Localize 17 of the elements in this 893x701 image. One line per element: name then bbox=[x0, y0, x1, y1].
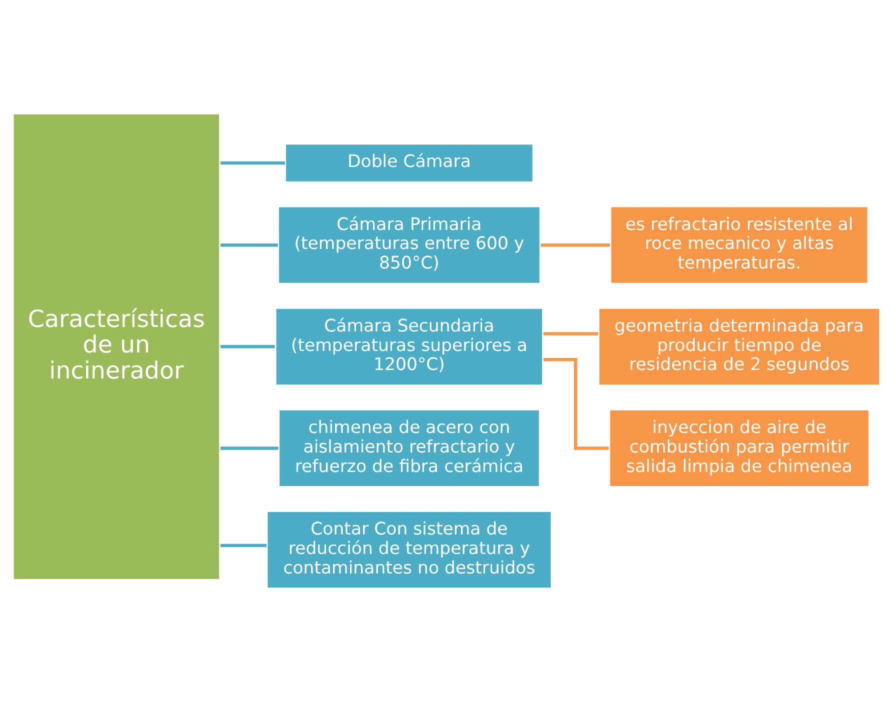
node-box: Doble Cámara bbox=[284, 142, 535, 184]
node-box: Cámara Secundaria (temperaturas superiores a 1200°C) bbox=[274, 306, 544, 386]
connector bbox=[220, 446, 278, 450]
connector bbox=[220, 243, 278, 246]
node-box: Cámara Primaria (temperaturas entre 600 y 850°C) bbox=[276, 204, 542, 285]
connector bbox=[220, 543, 267, 547]
connector bbox=[220, 344, 275, 348]
node-box: Contar Con sistema de reducción de temperatura y contaminantes no destruidos bbox=[266, 509, 553, 590]
node-box: Características de un incinerador bbox=[12, 112, 222, 581]
connector bbox=[540, 243, 610, 246]
connector bbox=[543, 332, 598, 335]
node-box: inyeccion de aire de combustión para permitir salida limpia de chimenea bbox=[608, 408, 871, 488]
connector bbox=[220, 160, 285, 164]
node-box: chimenea de acero con aislamiento refractario y refuerzo de fibra cerámica bbox=[277, 408, 542, 488]
connector bbox=[544, 358, 609, 450]
node-box: geometria determinada para producir tiempo de residencia de 2 segundos bbox=[597, 306, 882, 386]
node-box: es refractario resistente al roce mecanico y altas temperaturas. bbox=[609, 204, 870, 285]
